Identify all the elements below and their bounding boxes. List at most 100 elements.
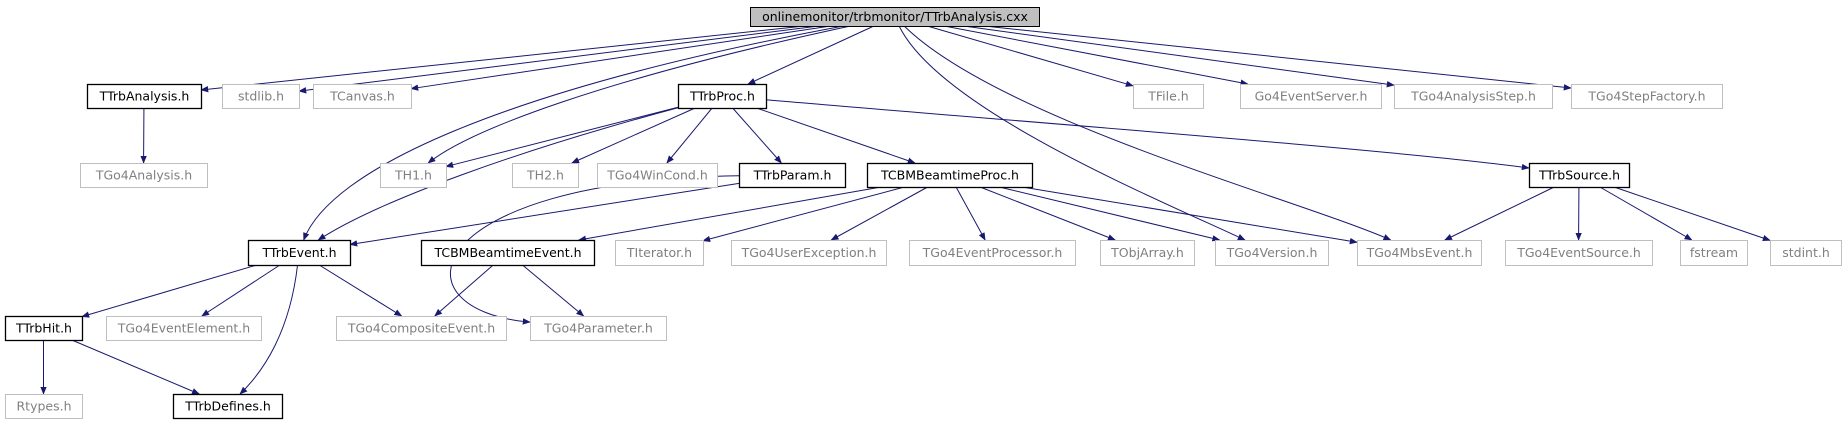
node-TGo4MbsEvent_h: TGo4MbsEvent.h bbox=[1357, 240, 1482, 266]
node-label: TCBMBeamtimeProc.h bbox=[880, 168, 1019, 183]
node-TCanvas_h: TCanvas.h bbox=[313, 84, 412, 109]
node-label: Go4EventServer.h bbox=[1255, 89, 1368, 104]
node-label: TTrbAnalysis.h bbox=[99, 89, 190, 104]
node-box bbox=[247, 239, 352, 267]
edge-TTrbProc_h-to-TCBMBeamtimeProc_h bbox=[756, 107, 916, 164]
node-label: TH2.h bbox=[526, 168, 564, 183]
edge-TCBMBeamtimeEvent_h-to-TGo4CompositeEvent_h bbox=[434, 264, 494, 317]
node-TGo4EventElement_h: TGo4EventElement.h bbox=[106, 316, 262, 341]
node-TGo4Parameter_h: TGo4Parameter.h bbox=[530, 316, 667, 341]
node-box bbox=[615, 240, 704, 266]
node-label: fstream bbox=[1690, 245, 1738, 260]
edge-TCBMBeamtimeProc_h-to-TObjArray_h bbox=[979, 186, 1116, 241]
node-label: TFile.h bbox=[1147, 89, 1188, 104]
node-label: TGo4EventSource.h bbox=[1516, 245, 1641, 260]
node-box bbox=[597, 163, 718, 188]
edge-root-to-TFile_h bbox=[927, 25, 1134, 87]
node-Rtypes_h: Rtypes.h bbox=[5, 394, 83, 419]
node-box bbox=[1505, 240, 1653, 266]
node-box bbox=[1357, 240, 1482, 266]
edge-TCBMBeamtimeProc_h-to-TGo4MbsEvent_h bbox=[1022, 186, 1358, 245]
node-box bbox=[5, 394, 83, 419]
edge-TCBMBeamtimeEvent_h-to-TGo4Parameter_h bbox=[522, 264, 585, 317]
node-label: TTrbParam.h bbox=[753, 168, 832, 183]
node-TTrbHit_h[interactable]: TTrbHit.h bbox=[4, 315, 84, 342]
node-box bbox=[86, 83, 203, 110]
edge-TCBMBeamtimeProc_h-to-TGo4EventProcessor_h bbox=[955, 186, 986, 241]
edge-root-to-TCanvas_h bbox=[410, 25, 831, 91]
edge-root-to-TGo4Version_h bbox=[898, 25, 1246, 241]
edge-root-to-TTrbProc_h bbox=[747, 25, 875, 85]
edge-root-to-TGo4StepFactory_h bbox=[984, 25, 1572, 91]
edge-root-to-stdlib_h bbox=[298, 25, 819, 94]
node-TObjArray_h: TObjArray.h bbox=[1100, 240, 1195, 266]
node-TCBMBeamtimeEvent_h[interactable]: TCBMBeamtimeEvent.h bbox=[420, 239, 596, 267]
node-TTrbAnalysis_h[interactable]: TTrbAnalysis.h bbox=[86, 83, 203, 110]
node-label: TGo4Version.h bbox=[1226, 245, 1318, 260]
node-box bbox=[738, 162, 847, 189]
edge-TTrbProc_h-to-TTrbEvent_h bbox=[317, 107, 679, 241]
node-TH1_h: TH1.h bbox=[380, 163, 447, 188]
node-TIterator_h: TIterator.h bbox=[615, 240, 704, 266]
node-label: TTrbProc.h bbox=[689, 89, 755, 104]
edge-TTrbProc_h-to-TGo4WinCond_h bbox=[666, 107, 713, 164]
node-box bbox=[1100, 240, 1195, 266]
node-box bbox=[1528, 162, 1631, 189]
node-TGo4StepFactory_h: TGo4StepFactory.h bbox=[1571, 84, 1723, 109]
node-TTrbParam_h[interactable]: TTrbParam.h bbox=[738, 162, 847, 189]
node-label: TObjArray.h bbox=[1110, 245, 1184, 260]
node-box bbox=[172, 393, 284, 420]
node-label: stdlib.h bbox=[238, 89, 284, 104]
edge-root-to-TGo4MbsEvent_h bbox=[903, 25, 1392, 241]
node-TGo4EventSource_h: TGo4EventSource.h bbox=[1505, 240, 1653, 266]
node-TTrbDefines_h[interactable]: TTrbDefines.h bbox=[172, 393, 284, 420]
edge-TTrbProc_h-to-TTrbSource_h bbox=[765, 99, 1530, 171]
edge-root-to-TH1_h bbox=[427, 25, 851, 164]
node-TTrbProc_h[interactable]: TTrbProc.h bbox=[677, 83, 768, 110]
node-TH2_h: TH2.h bbox=[512, 163, 579, 188]
node-box bbox=[336, 316, 507, 341]
edge-root-to-TGo4AnalysisStep_h bbox=[963, 25, 1395, 88]
node-label: TGo4CompositeEvent.h bbox=[347, 321, 495, 336]
node-fstream: fstream bbox=[1680, 240, 1748, 266]
node-box bbox=[106, 316, 262, 341]
node-label: TTrbSource.h bbox=[1538, 168, 1620, 183]
edge-root-to-TTrbAnalysis_h bbox=[200, 25, 805, 93]
node-label: onlinemonitor/trbmonitor/TTrbAnalysis.cx… bbox=[762, 9, 1028, 24]
node-label: TGo4Parameter.h bbox=[543, 321, 653, 336]
edge-TTrbSource_h-to-stdint_h bbox=[1613, 186, 1771, 242]
edge-TCBMBeamtimeProc_h-to-TGo4UserException_h bbox=[830, 186, 928, 241]
node-label: TGo4EventProcessor.h bbox=[922, 245, 1063, 260]
edge-TTrbEvent_h-to-TGo4EventElement_h bbox=[201, 264, 281, 317]
edge-TCBMBeamtimeProc_h-to-TIterator_h bbox=[702, 186, 905, 242]
node-box bbox=[313, 84, 412, 109]
node-TGo4AnalysisStep_h: TGo4AnalysisStep.h bbox=[1394, 84, 1553, 109]
node-box bbox=[1240, 84, 1382, 109]
node-label: TTrbHit.h bbox=[15, 321, 72, 336]
node-box bbox=[677, 83, 768, 110]
edge-TTrbEvent_h-to-TTrbDefines_h bbox=[239, 264, 299, 395]
edge-root-to-TTrbEvent_h bbox=[303, 25, 844, 241]
node-label: TIterator.h bbox=[626, 245, 692, 260]
edge-TTrbProc_h-to-TTrbParam_h bbox=[732, 107, 782, 164]
node-TTrbEvent_h[interactable]: TTrbEvent.h bbox=[247, 239, 352, 267]
node-label: TGo4UserException.h bbox=[741, 245, 877, 260]
edges-layer bbox=[40, 25, 1771, 395]
node-box bbox=[750, 7, 1040, 27]
edge-TTrbParam_h-to-TTrbEvent_h bbox=[349, 182, 740, 247]
node-label: Rtypes.h bbox=[16, 399, 71, 414]
node-TGo4UserException_h: TGo4UserException.h bbox=[731, 240, 887, 266]
edge-TTrbHit_h-to-TTrbDefines_h bbox=[71, 339, 200, 395]
node-label: TCanvas.h bbox=[329, 89, 395, 104]
node-label: TGo4Analysis.h bbox=[95, 168, 192, 183]
node-box bbox=[1133, 84, 1204, 109]
node-label: TGo4MbsEvent.h bbox=[1366, 245, 1473, 260]
node-TCBMBeamtimeProc_h[interactable]: TCBMBeamtimeProc.h bbox=[866, 162, 1034, 189]
edge-TTrbSource_h-to-fstream bbox=[1599, 186, 1693, 241]
edge-TCBMBeamtimeProc_h-to-TCBMBeamtimeEvent_h bbox=[578, 186, 882, 242]
node-box bbox=[1394, 84, 1553, 109]
node-box bbox=[4, 315, 84, 342]
node-label: stdint.h bbox=[1782, 245, 1830, 260]
node-TGo4Version_h: TGo4Version.h bbox=[1215, 240, 1329, 266]
node-TTrbSource_h[interactable]: TTrbSource.h bbox=[1528, 162, 1631, 189]
